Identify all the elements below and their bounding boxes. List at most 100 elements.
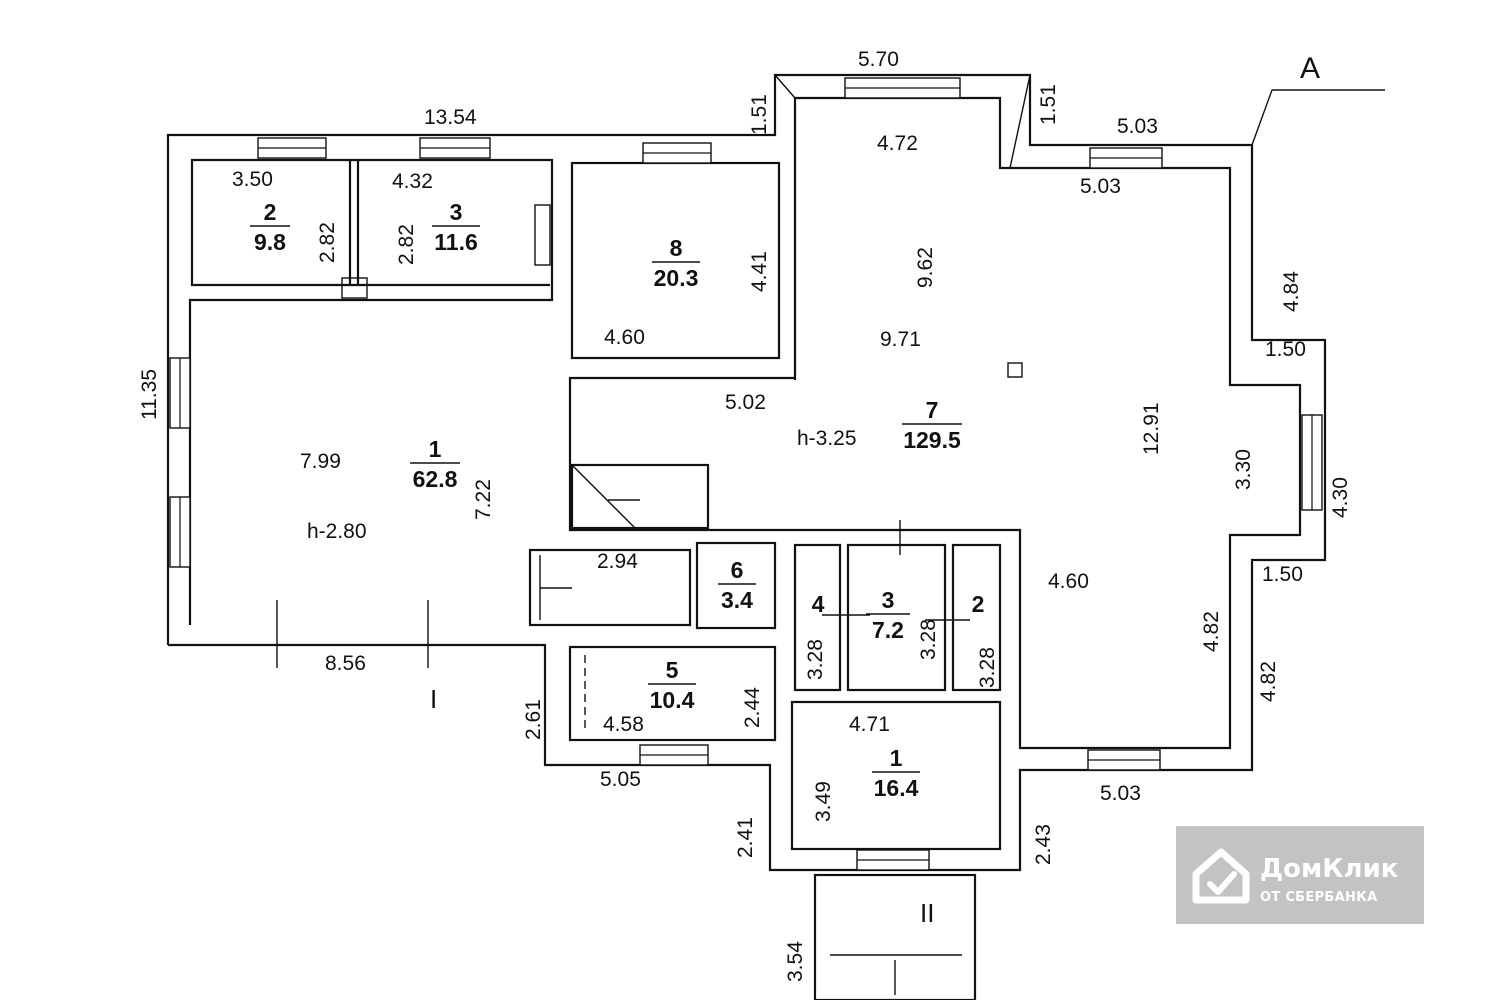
room-3-area: 11.6 xyxy=(434,229,478,255)
main-hall-inner-line xyxy=(568,96,1302,750)
entrance-mark-bottom: II xyxy=(920,898,934,928)
room-1b-number: 1 xyxy=(890,745,903,771)
upper-stair-steps xyxy=(571,464,636,529)
dim-3-50: 3.50 xyxy=(232,168,273,191)
dim-4-82b: 4.82 xyxy=(1257,661,1280,702)
dim-4-41: 4.41 xyxy=(748,251,771,292)
diagonal-wall-right xyxy=(1009,74,1031,169)
dim-2-82a: 2.82 xyxy=(316,222,339,263)
dim-9-62: 9.62 xyxy=(914,247,937,288)
bath-3-number: 3 xyxy=(882,587,895,613)
window-top-1 xyxy=(257,137,327,159)
dim-1-50b: 1.50 xyxy=(1262,563,1303,586)
room-6-outline xyxy=(695,541,777,630)
dim-2-82b: 2.82 xyxy=(395,224,418,265)
stair-lower-outline xyxy=(528,548,692,627)
window-right xyxy=(1301,414,1323,511)
column-box xyxy=(341,277,368,299)
room-5-number: 5 xyxy=(666,657,679,683)
room-1-area: 62.8 xyxy=(413,466,458,492)
dim-13-54: 13.54 xyxy=(424,106,477,129)
room-labels: 2 9.8 3 11.6 1 62.8 8 20.3 7 129.5 6 3.4… xyxy=(250,199,984,801)
dim-3-28a: 3.28 xyxy=(804,639,827,680)
window-top-5 xyxy=(1089,147,1163,169)
dim-2-43: 2.43 xyxy=(1032,824,1055,865)
dim-4-72: 4.72 xyxy=(877,132,918,155)
window-left-2 xyxy=(169,496,191,568)
entrance-mark-left: I xyxy=(430,684,437,714)
window-top-3 xyxy=(642,142,712,164)
window-bottom-3 xyxy=(856,849,930,871)
watermark-subtitle: ОТ СБЕРБАНКА xyxy=(1260,890,1378,905)
dim-4-60-r8: 4.60 xyxy=(604,326,645,349)
dim-9-71: 9.71 xyxy=(880,328,921,351)
dim-3-54: 3.54 xyxy=(784,941,807,982)
dim-top-5-70: 5.70 xyxy=(858,48,899,71)
dim-7-99: 7.99 xyxy=(300,450,341,473)
height-left: h-2.80 xyxy=(307,520,367,543)
dim-2-61: 2.61 xyxy=(522,699,545,740)
dim-1-51b: 1.51 xyxy=(1037,84,1060,125)
dim-5-03-bot: 5.03 xyxy=(1100,782,1141,805)
dim-3-30: 3.30 xyxy=(1232,449,1255,490)
height-main: h-3.25 xyxy=(797,427,857,450)
window-left-1 xyxy=(169,357,191,429)
room-7-area: 129.5 xyxy=(903,427,961,453)
dim-4-32: 4.32 xyxy=(392,170,433,193)
watermark-brand: ДомКлик xyxy=(1260,854,1399,884)
diagonal-wall-top xyxy=(774,74,796,99)
dim-3-28c: 3.28 xyxy=(976,647,999,688)
dim-12-91: 12.91 xyxy=(1140,402,1163,455)
room-outlines xyxy=(276,160,1023,1000)
dim-1-51a: 1.51 xyxy=(748,94,771,135)
dim-11-35: 11.35 xyxy=(138,369,161,420)
room-4-outline xyxy=(793,543,842,692)
dim-2-44: 2.44 xyxy=(741,687,764,728)
dim-5-02: 5.02 xyxy=(725,391,766,414)
dim-8-56: 8.56 xyxy=(325,652,366,675)
column-main xyxy=(1007,362,1023,378)
dim-5-05: 5.05 xyxy=(600,768,641,791)
window-top-2 xyxy=(419,137,491,159)
room-8-area: 20.3 xyxy=(654,265,699,291)
dim-4-71: 4.71 xyxy=(849,713,890,736)
bath-3-area: 7.2 xyxy=(872,617,904,643)
dim-7-22: 7.22 xyxy=(472,479,495,520)
room-1b-area: 16.4 xyxy=(874,775,919,801)
room-6-area: 3.4 xyxy=(721,587,753,613)
bath-3-outline xyxy=(846,543,947,692)
room-7-number: 7 xyxy=(926,397,939,423)
dim-4-58: 4.58 xyxy=(603,713,644,736)
window-top-4 xyxy=(844,77,961,99)
room-1b-outline xyxy=(790,700,1002,851)
watermark: ДомКлик ОТ СБЕРБАНКА xyxy=(1176,826,1424,924)
windows xyxy=(169,77,1323,871)
room-3-number: 3 xyxy=(450,199,463,225)
room-8-number: 8 xyxy=(670,235,683,261)
dim-4-82a: 4.82 xyxy=(1200,611,1223,652)
inner-wall-line xyxy=(188,158,554,625)
dim-2-41: 2.41 xyxy=(734,817,757,858)
upper-stair-outline xyxy=(570,463,710,530)
room-2-area: 9.8 xyxy=(254,229,286,255)
dim-2-94: 2.94 xyxy=(597,550,638,573)
dim-4-84: 4.84 xyxy=(1280,271,1303,312)
room-2b-outline xyxy=(951,543,1002,692)
room-4-number: 4 xyxy=(812,591,825,617)
room-5-outline xyxy=(568,645,777,742)
outer-walls xyxy=(166,73,1385,872)
room-2-number: 2 xyxy=(264,199,277,225)
dim-3-28b: 3.28 xyxy=(917,619,940,660)
window-bottom-1 xyxy=(639,744,709,766)
dim-5-03-in: 5.03 xyxy=(1080,175,1121,198)
room-1-number: 1 xyxy=(429,436,442,462)
dim-4-30: 4.30 xyxy=(1329,477,1352,518)
dim-5-03-top: 5.03 xyxy=(1117,115,1158,138)
porch-outline xyxy=(813,873,977,1000)
room-6-number: 6 xyxy=(731,557,744,583)
room-5-area: 10.4 xyxy=(650,687,695,713)
dim-3-49: 3.49 xyxy=(812,781,835,822)
house-logo-icon xyxy=(1192,848,1250,904)
dim-1-50a: 1.50 xyxy=(1265,338,1306,361)
